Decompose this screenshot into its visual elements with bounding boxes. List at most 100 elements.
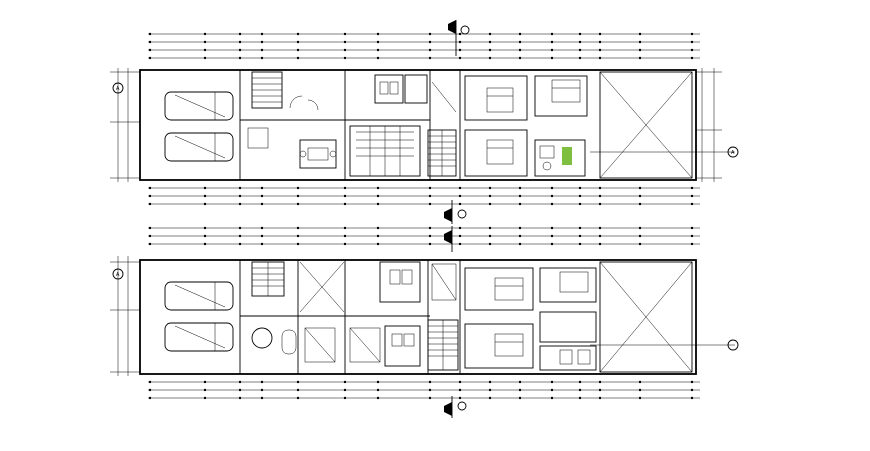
dimension-tick [260,226,264,230]
dimension-tick [296,202,300,206]
dimension-tick [238,32,242,36]
dimension-tick [690,40,694,44]
dimension-tick [690,202,694,206]
dimension-tick [376,396,380,400]
dimension-tick [488,48,492,52]
dimension-tick [518,202,522,206]
dimension-tick [376,234,380,238]
dimension-tick [148,242,152,246]
dimension-tick [203,202,207,206]
dimension-tick [296,40,300,44]
dimension-tick [203,380,207,384]
dimension-tick [296,388,300,392]
dimension-tick [260,186,264,190]
dimension-tick [488,40,492,44]
upper-section-arrow-bottom [444,200,467,224]
upper-garage [164,70,241,180]
dimension-tick [203,226,207,230]
lower-terrace [590,261,735,373]
grid-label-a-lower: A [116,272,120,278]
lower-section-arrow-bottom [444,396,467,418]
dimension-tick [550,388,554,392]
upper-terrace [590,71,735,179]
dimension-tick [238,226,242,230]
dimension-tick [148,194,152,198]
dimension-tick [260,388,264,392]
dimension-tick [598,40,602,44]
dimension-tick [376,226,380,230]
dimension-tick [203,388,207,392]
dimension-tick [238,396,242,400]
dimension-tick [343,186,347,190]
dimension-tick [203,186,207,190]
dimension-tick [550,234,554,238]
dimension-tick [260,380,264,384]
dimension-tick [488,194,492,198]
dimension-tick [260,40,264,44]
dimension-tick [578,56,582,60]
dimension-tick [458,380,462,384]
dimension-tick [518,186,522,190]
dimension-tick [458,186,462,190]
lower-service-rooms [297,260,421,374]
lower-dimension-lines-top [148,227,700,245]
dimension-tick [518,48,522,52]
dimension-tick [203,194,207,198]
dimension-tick [148,388,152,392]
dimension-tick [458,226,462,230]
dimension-tick [518,242,522,246]
dimension-tick [690,226,694,230]
lower-dimension-lines-left [110,256,140,376]
dimension-tick [488,56,492,60]
lower-dimension-lines-bottom [148,381,700,399]
dimension-tick [260,56,264,60]
dimension-tick [376,194,380,198]
upper-bedrooms [464,75,588,177]
dimension-tick [458,396,462,400]
lower-stair-block [240,261,430,355]
dimension-tick [578,194,582,198]
grid-label-a: A [116,86,120,92]
dimension-tick [148,48,152,52]
dimension-tick [458,234,462,238]
dimension-tick [598,234,602,238]
dimension-tick [578,48,582,52]
dimension-tick [260,234,264,238]
dimension-tick [343,32,347,36]
dimension-tick [376,32,380,36]
dimension-tick [488,234,492,238]
dimension-tick [343,40,347,44]
dimension-tick [458,202,462,206]
dimension-tick [428,32,432,36]
dimension-tick [488,388,492,392]
dimension-tick [598,202,602,206]
dimension-tick [296,56,300,60]
dimension-tick [550,242,554,246]
dimension-tick [260,202,264,206]
dimension-tick [488,186,492,190]
dimension-tick [296,242,300,246]
dimension-tick [550,186,554,190]
dimension-tick [638,226,642,230]
dimension-tick [238,380,242,384]
dimension-tick [458,194,462,198]
upper-dimension-lines-top [148,33,700,59]
dimension-tick [550,56,554,60]
dimension-tick [598,194,602,198]
dimension-ticks [148,32,694,400]
dimension-tick [428,396,432,400]
dimension-tick [458,388,462,392]
dimension-tick [690,380,694,384]
dimension-tick [296,186,300,190]
dimension-tick [376,388,380,392]
dimension-tick [598,32,602,36]
dimension-tick [598,380,602,384]
dimension-tick [550,226,554,230]
upper-central-stair [427,70,461,180]
dimension-tick [376,48,380,52]
dimension-tick [343,234,347,238]
dimension-tick [296,48,300,52]
dimension-tick [458,242,462,246]
upper-section-arrow-top [448,20,470,56]
